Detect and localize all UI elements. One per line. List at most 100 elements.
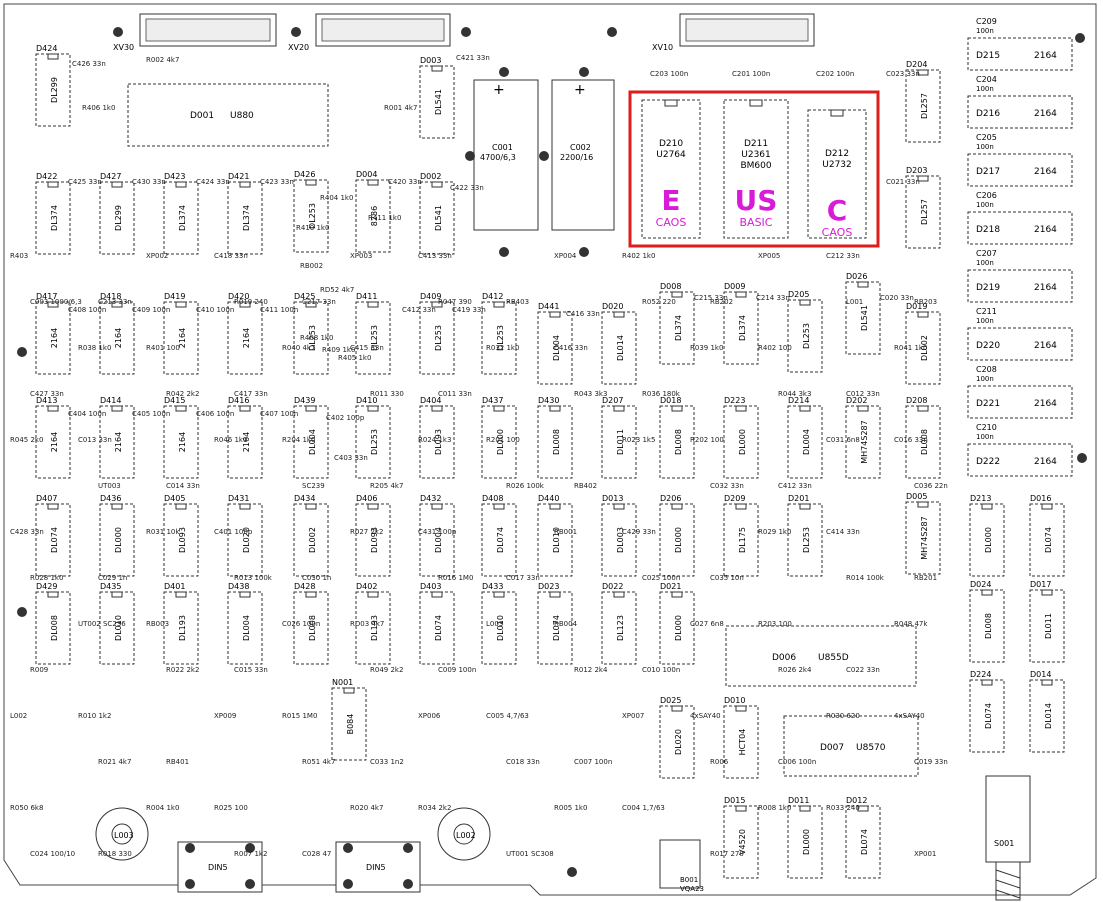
component-label: L001 (846, 298, 863, 306)
connector-label: XV20 (288, 43, 309, 52)
mem-ref: D216 (976, 109, 1000, 119)
component-label: C031 6n8 (826, 436, 860, 444)
component-label: R205 4k7 (370, 482, 403, 490)
chip-ref: D408 (482, 494, 503, 503)
component-label: C423 33n (260, 178, 294, 186)
cap-ref: C207 (976, 249, 997, 258)
chip-type: DL193 (178, 615, 187, 641)
mounting-hole (1075, 33, 1085, 43)
component-label: C201 100n (732, 70, 770, 78)
chip-type: DL541 (860, 305, 869, 331)
chip-type: DL374 (738, 315, 747, 341)
cap-value: 2200/16 (560, 153, 593, 162)
connector-label: XV10 (652, 43, 673, 52)
chip-ref: D403 (420, 582, 441, 591)
component-label: R012 2k4 (574, 666, 608, 674)
component-label: RB203 (914, 298, 937, 306)
chip-ref: D015 (724, 796, 745, 805)
chip-ref: D436 (100, 494, 121, 503)
component-label: R051 4k7 (302, 758, 335, 766)
component-label: RB202 (710, 298, 733, 306)
chip-type: DL008 (50, 615, 59, 641)
chip-type: DL299 (114, 205, 123, 231)
chip-type: DL000 (674, 527, 683, 553)
chip-type: V4520 (738, 829, 747, 855)
component-label: R046 1k0 (214, 436, 247, 444)
chip-type: DL253 (802, 527, 811, 553)
chip-type: DL000 (674, 615, 683, 641)
component-label: C007 100n (574, 758, 612, 766)
cap-value: 100n (976, 143, 994, 151)
component-label: UT001 SC308 (506, 850, 554, 858)
chip-ref: D011 (788, 796, 809, 805)
chip-type: DL074 (1044, 527, 1053, 553)
chip-type: DL175 (738, 527, 747, 553)
chip-ref: D001 (190, 111, 214, 121)
component-label: XP001 (914, 850, 936, 858)
cap-ref: C211 (976, 307, 997, 316)
mem-ref: D222 (976, 457, 1000, 467)
chip-ref: D421 (228, 172, 249, 181)
chip-ref: D223 (724, 396, 745, 405)
component-label: C017 33n (506, 574, 540, 582)
component-label: RB403 (506, 298, 529, 306)
component-label: R033 240 (826, 804, 860, 812)
component-label: XP007 (622, 712, 644, 720)
mem-type: 2164 (1034, 109, 1057, 119)
component-label: C417 33n (234, 390, 268, 398)
component-label: C416 33n (566, 310, 600, 318)
component-label: R007 1k2 (234, 850, 267, 858)
chip-ref: D021 (660, 582, 681, 591)
chip-type: DL253 (370, 325, 379, 351)
component-label: C416 33n (554, 344, 588, 352)
chip-type: DL014 (1044, 703, 1053, 729)
component-label: C411 100n (260, 306, 298, 314)
component-label: RB004 (554, 620, 578, 628)
component-label: C005 4,7/63 (486, 712, 529, 720)
component-label: C414 33n (826, 528, 860, 536)
sensor-b001: B001 VQA23 (659, 839, 704, 893)
chip-type: DL008 (984, 613, 993, 639)
component-label: C215 33n (694, 294, 728, 302)
chip-type: DL074 (496, 527, 505, 553)
switch-label: S001 (994, 839, 1014, 848)
component-label: R027 2k2 (350, 528, 383, 536)
cap-ref: C204 (976, 75, 997, 84)
chip-ref: D438 (228, 582, 249, 591)
component-label: C407 100n (260, 410, 298, 418)
component-label: R042 2k2 (166, 390, 199, 398)
chip-type: DL374 (178, 205, 187, 231)
chip-ref: D425 (294, 292, 315, 301)
component-label: RB001 (554, 528, 577, 536)
component-label: C427 33n (30, 390, 64, 398)
chip-type: U8570 (856, 743, 886, 753)
component-label: R004 1k0 (146, 804, 179, 812)
component-label: RB003 (146, 620, 169, 628)
chip-type: DL008 (674, 429, 683, 455)
component-label: R001 4k7 (384, 104, 417, 112)
component-label: UT003 (98, 482, 121, 490)
chip-type: DL000 (496, 429, 505, 455)
chip-type: DL253 (308, 325, 317, 351)
component-label: R022 2k2 (166, 666, 199, 674)
component-label: C418 33n (214, 252, 248, 260)
chip-type: DL253 (434, 325, 443, 351)
connector-xv20: XV20 (288, 13, 451, 52)
